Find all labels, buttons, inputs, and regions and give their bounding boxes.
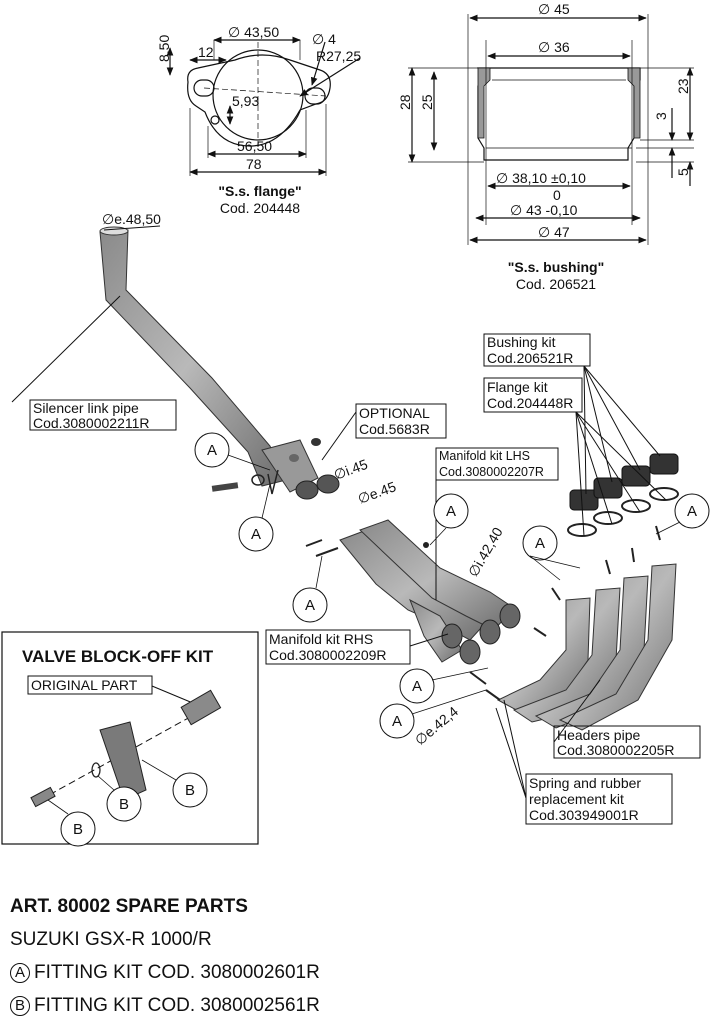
marker-leaders [227, 454, 681, 715]
flange-kit-label: Flange kit [487, 379, 548, 395]
manifold-rhs-code: Cod.3080002209R [269, 647, 387, 663]
silencer-link-label: Silencer link pipe [33, 400, 139, 416]
manifold-lhs [305, 519, 521, 645]
art-title: ART. 80002 SPARE PARTS [10, 896, 248, 917]
manifold-rhs-label: Manifold kit RHS [269, 631, 373, 647]
svg-text:A: A [305, 597, 315, 614]
bushing-kit-label: Bushing kit [487, 334, 556, 350]
bushing-section [477, 67, 641, 161]
flange-title: "S.s. flange" [218, 183, 301, 199]
spring-kit-label-2: replacement kit [529, 791, 624, 807]
dim-flange-hole: ∅ 4 [312, 31, 336, 47]
optional-code: Cod.5683R [359, 421, 430, 437]
marker-a: A [194, 432, 230, 468]
flange-kit-code: Cod.204448R [487, 395, 573, 411]
model-name: SUZUKI GSX-R 1000/R [10, 929, 212, 950]
svg-text:B: B [119, 796, 129, 813]
dim-bushing-28: 28 [397, 94, 413, 110]
bushing-drawing [408, 14, 694, 245]
spring-kit-code: Cod.303949001R [529, 807, 639, 823]
callout-boxes [11, 295, 701, 825]
svg-text:A: A [446, 503, 456, 520]
fitting-kit-a-text: FITTING KIT COD. 3080002601R [34, 962, 320, 983]
marker-a: A [399, 668, 435, 704]
manifold-lhs-label: Manifold kit LHS [439, 449, 530, 463]
bushing-kit-code: Cod.206521R [487, 350, 573, 366]
marker-a: A [674, 493, 710, 529]
marker-b: B [106, 786, 142, 822]
dim-bushing-3: 3 [653, 112, 669, 120]
footer: ART. 80002 SPARE PARTS SUZUKI GSX-R 1000… [10, 890, 700, 1022]
spring-kit-label: Spring and rubber [529, 775, 641, 791]
bushing-dimension-labels: ∅ 45 ∅ 36 28 25 23 3 5 ∅ 38,10 ±0,10 0 ∅… [397, 1, 691, 292]
bushing-code: Cod. 206521 [516, 276, 596, 292]
dim-silencer-pipe: ∅e.48,50 [102, 211, 161, 227]
svg-text:A: A [207, 442, 217, 459]
dim-bushing-23: 23 [675, 78, 691, 94]
marker-a: A [292, 587, 328, 623]
valve-box-title: VALVE BLOCK-OFF KIT [22, 647, 214, 666]
dim-flange-width: 78 [246, 156, 262, 172]
dim-bushing-5: 5 [675, 168, 691, 176]
dim-flange-slot: 12 [198, 44, 214, 60]
original-part-label: ORIGINAL PART [31, 677, 138, 693]
flange-pin-hole [210, 115, 220, 125]
dim-bushing-25: 25 [419, 94, 435, 110]
silencer-link-pipe [99, 226, 340, 500]
manifold-rhs [339, 527, 493, 665]
svg-text:A: A [412, 678, 422, 695]
flange-slot-left [193, 79, 215, 97]
dim-flange-height: 8,50 [156, 35, 172, 62]
marker-a: A [238, 516, 274, 552]
headers-pipe-label: Headers pipe [557, 727, 640, 743]
svg-text:A: A [687, 503, 697, 520]
svg-text:A: A [251, 526, 261, 543]
dim-i42-40: ∅i.42,40 [465, 524, 506, 579]
marker-a-icon: A [10, 963, 30, 983]
optional-label: OPTIONAL [359, 405, 430, 421]
marker-a: A [522, 525, 558, 561]
dim-bushing-inner: ∅ 36 [538, 39, 570, 55]
dim-e45: ∅e.45 [356, 478, 399, 507]
fitting-markers: A A A A A A A A [194, 432, 710, 739]
dim-bushing-38: ∅ 38,10 ±0,10 [496, 170, 586, 186]
dim-flange-offset: 5,93 [232, 93, 259, 109]
headers-pipe-code: Cod.3080002205R [557, 742, 675, 758]
valve-block-off-box: B B B VALVE BLOCK-OFF KIT ORIGINAL PART [1, 631, 259, 847]
svg-text:A: A [392, 713, 402, 730]
flange-drawing [166, 36, 361, 176]
marker-b-icon: B [10, 996, 30, 1016]
dim-flange-bore: ∅ 43,50 [228, 24, 279, 40]
bushing-title: "S.s. bushing" [508, 259, 605, 275]
dim-flange-radius: R27,25 [316, 48, 361, 64]
marker-a: A [379, 703, 415, 739]
dim-flange-centers: 56,50 [237, 138, 272, 154]
dim-bushing-tol: 0 [553, 187, 561, 203]
dim-bushing-43: ∅ 43 -0,10 [510, 202, 578, 218]
flange-dimension-labels: ∅ 43,50 ∅ 4 R27,25 8,50 12 5,93 56,50 78… [156, 24, 361, 216]
header-flanges-and-bushings [469, 453, 679, 701]
spare-parts-diagram: ∅ 43,50 ∅ 4 R27,25 8,50 12 5,93 56,50 78… [1, 1, 710, 847]
headers-pipe [496, 563, 677, 731]
fitting-kit-b-text: FITTING KIT COD. 3080002561R [34, 995, 320, 1016]
marker-b: B [60, 811, 96, 847]
dim-e42-4: ∅e.42,4 [412, 703, 462, 748]
dim-bushing-outer: ∅ 45 [538, 1, 570, 17]
dim-bushing-47: ∅ 47 [538, 224, 570, 240]
svg-text:B: B [73, 821, 83, 838]
marker-a: A [433, 493, 469, 529]
dim-i45: ∅i.45 [332, 456, 370, 483]
svg-text:A: A [535, 535, 545, 552]
manifold-lhs-code: Cod.3080002207R [439, 465, 544, 479]
marker-b: B [172, 772, 208, 808]
silencer-link-code: Cod.3080002211R [33, 415, 150, 431]
svg-text:B: B [185, 782, 195, 799]
callout-labels: Silencer link pipe Cod.3080002211R OPTIO… [33, 334, 675, 823]
flange-code: Cod. 204448 [220, 200, 300, 216]
